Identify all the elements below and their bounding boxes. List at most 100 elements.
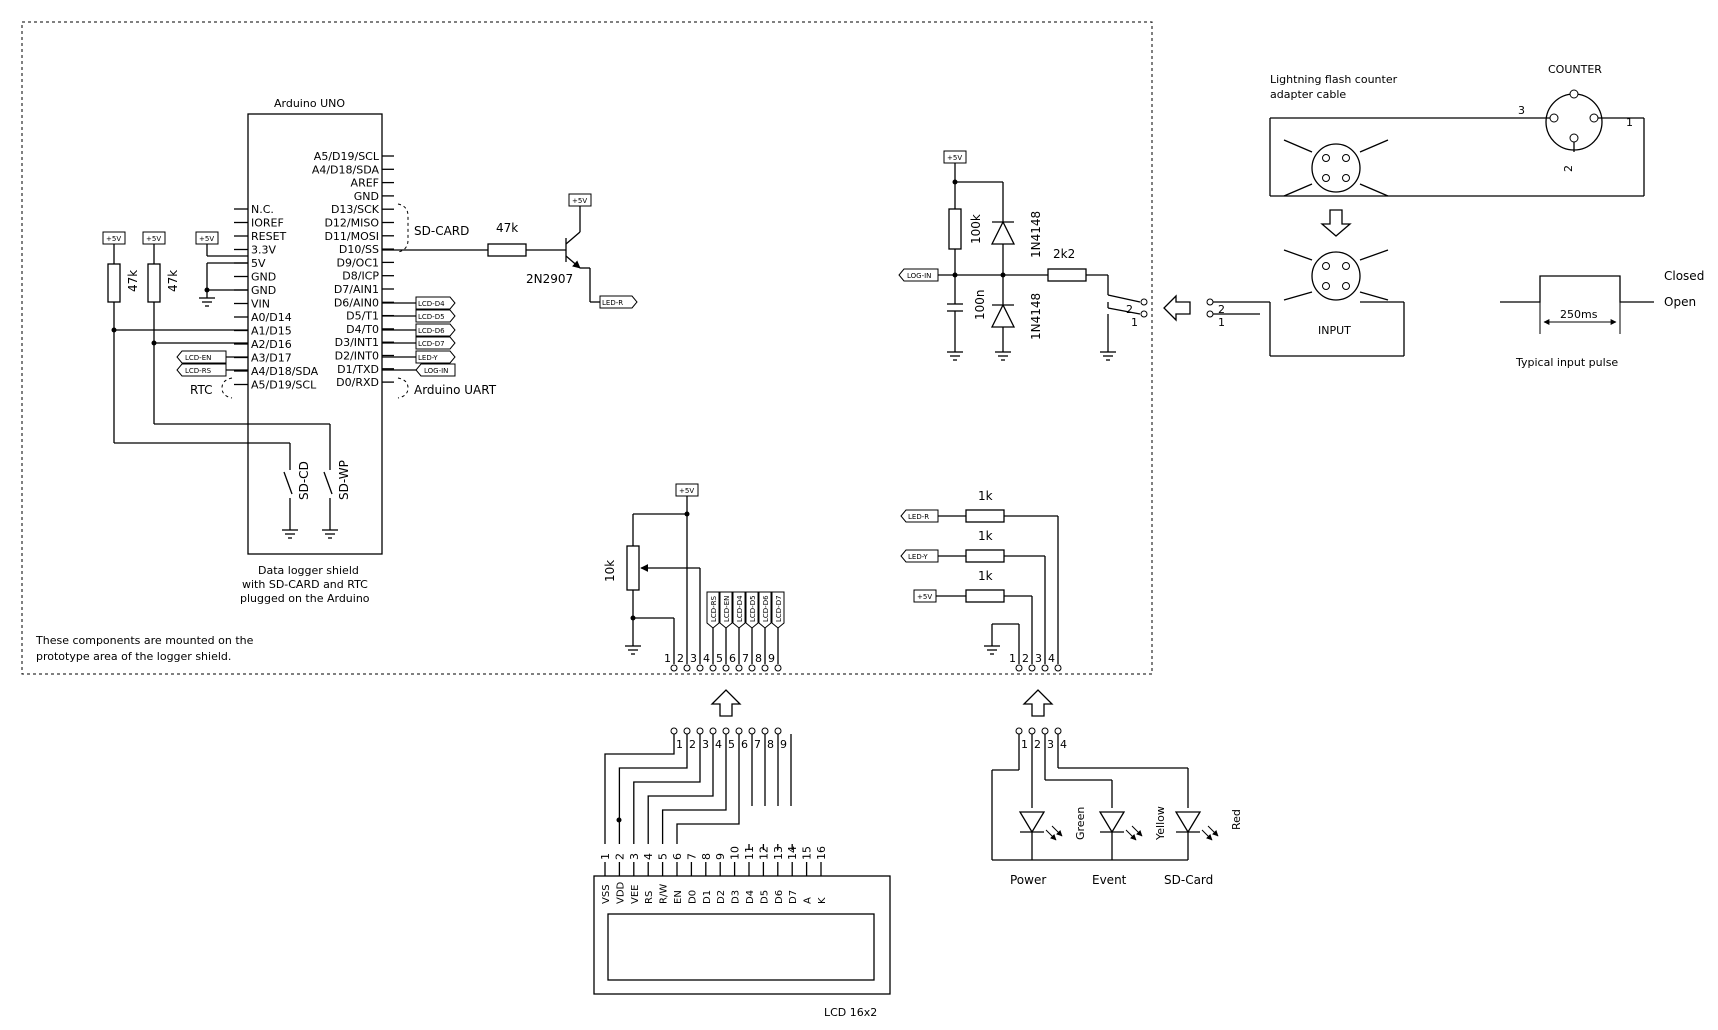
arduino-left-pin-label: GND — [251, 284, 276, 297]
arduino-caption-1: Data logger shield — [258, 564, 359, 577]
arduino-title: Arduino UNO — [274, 97, 345, 110]
svg-text:+5V: +5V — [947, 154, 962, 162]
header-pin-number: 1 — [676, 738, 683, 751]
arduino-left-pin-label: VIN — [251, 298, 270, 311]
header-pin — [696, 727, 704, 735]
typical-input-pulse: Closed Open 250ms Typical input pulse — [1500, 269, 1704, 369]
svg-text:LOG-IN: LOG-IN — [424, 367, 448, 375]
header-pin-number: 6 — [741, 738, 748, 751]
arduino-left-pin-label: A5/D19/SCL — [251, 379, 317, 392]
sd-card-brace — [397, 203, 409, 253]
lcd-pin-name: VEE — [630, 885, 641, 904]
r-47k-a-label: 47k — [126, 270, 140, 292]
arduino-uno: Arduino UNO N.C.IOREFRESET3.3V5VGNDGNDVI… — [234, 97, 394, 605]
header-pin — [683, 727, 691, 735]
rtc-label: RTC — [190, 383, 212, 397]
led-func-sdcard: SD-Card — [1164, 873, 1213, 887]
lcd-pin-name: A — [803, 897, 814, 904]
arduino-left-pin-label: RESET — [251, 230, 287, 243]
svg-text:3: 3 — [1518, 104, 1525, 117]
lcd-net-tag: LCD-D4 — [736, 595, 744, 622]
header-pin — [748, 727, 756, 735]
svg-text:LCD-D6: LCD-D6 — [418, 327, 445, 335]
lcd-pin-number: 10 — [729, 846, 742, 860]
sd-switches: SD-CD SD-WP — [282, 424, 351, 539]
arduino-right-pin-label: D0/RXD — [336, 376, 379, 389]
lcd-pin-number: 2 — [613, 853, 626, 860]
svg-text:1: 1 — [1131, 316, 1138, 329]
header-pin — [1015, 664, 1023, 672]
header-pin-number: 4 — [1060, 738, 1067, 751]
led-color-yellow: Yellow — [1154, 806, 1167, 841]
arduino-right-pin-label: D5/T1 — [346, 310, 379, 323]
arduino-right-pin-label: D7/AIN1 — [334, 283, 379, 296]
svg-text:+5V: +5V — [572, 197, 587, 205]
header-pin — [735, 664, 743, 672]
arduino-right-pin-label: D6/AIN0 — [334, 296, 379, 309]
svg-text:1: 1 — [1626, 116, 1633, 129]
lcd-net-tag: LCD-D5 — [749, 595, 757, 622]
svg-text:LOG-IN: LOG-IN — [907, 272, 931, 280]
arduino-left-pin-label: A3/D17 — [251, 352, 292, 365]
lcd-pin-name: D3 — [731, 890, 742, 904]
lcd-pin-name: VSS — [601, 884, 612, 904]
svg-text:1: 1 — [1218, 316, 1225, 329]
header-pin-number: 2 — [677, 652, 684, 665]
prototype-area-boundary — [21, 21, 1153, 675]
arduino-lcd-ctrl-tags: LCD-EN LCD-RS — [176, 350, 248, 377]
header-pin-number: 2 — [689, 738, 696, 751]
header-pin — [735, 727, 743, 735]
svg-text:LED-R: LED-R — [602, 299, 623, 307]
header-pin — [774, 664, 782, 672]
arduino-right-pin-label: AREF — [351, 177, 379, 190]
svg-text:2: 2 — [1218, 303, 1225, 316]
header-pin-number: 8 — [767, 738, 774, 751]
header-pin — [696, 664, 704, 672]
header-pin — [1054, 727, 1062, 735]
header-pin-number: 6 — [729, 652, 736, 665]
proto-note-line2: prototype area of the logger shield. — [36, 650, 231, 663]
lcd-net-tag: LCD-D6 — [762, 595, 770, 622]
arduino-left-pin-label: A1/D15 — [251, 325, 292, 338]
svg-text:LED-Y: LED-Y — [908, 553, 928, 561]
lcd-pin-name: R/W — [659, 884, 670, 904]
arduino-left-pin-label: A2/D16 — [251, 338, 292, 351]
svg-text:1k: 1k — [978, 569, 993, 583]
lcd-pin-name: RS — [644, 891, 655, 904]
counter-label: COUNTER — [1548, 63, 1602, 76]
arduino-right-pin-label: A5/D19/SCL — [314, 150, 380, 163]
header-pin — [1041, 664, 1049, 672]
lcd-pin-number: 5 — [657, 853, 670, 860]
header-pin-number: 3 — [690, 652, 697, 665]
arduino-right-pin-label: D13/SCK — [331, 203, 380, 216]
svg-text:LCD-D5: LCD-D5 — [418, 313, 445, 321]
lcd-pin-name: D4 — [745, 890, 756, 904]
header-pin-number: 1 — [1009, 652, 1016, 665]
header-pin — [722, 727, 730, 735]
status-leds: Green Yellow Red Power Event SD-Card — [991, 754, 1243, 887]
svg-text:1N4148: 1N4148 — [1029, 293, 1043, 340]
cable-label-1: Lightning flash counter — [1270, 73, 1398, 86]
header-pin-number: 3 — [1047, 738, 1054, 751]
pulse-closed: Closed — [1664, 269, 1704, 283]
header-pin — [683, 664, 691, 672]
led-color-red: Red — [1230, 809, 1243, 830]
header-pin-number: 9 — [780, 738, 787, 751]
pullup-resistors: +5V +5V 47k 47k — [102, 231, 330, 444]
arduino-left-pins: N.C.IOREFRESET3.3V5VGNDGNDVINA0/D14A1/D1… — [234, 203, 319, 392]
svg-text:+5V: +5V — [199, 235, 214, 243]
header-pin — [1028, 664, 1036, 672]
arduino-right-pin-label: D12/MISO — [324, 217, 379, 230]
arduino-left-pin-label: N.C. — [251, 203, 274, 216]
svg-text:LCD-D4: LCD-D4 — [418, 300, 445, 308]
arduino-caption-2: with SD-CARD and RTC — [242, 578, 368, 591]
arduino-right-pin-label: D10/SS — [339, 243, 379, 256]
svg-text:47k: 47k — [496, 221, 518, 235]
header-pin-number: 2 — [1022, 652, 1029, 665]
proto-note-line1: These components are mounted on the — [35, 634, 254, 647]
arduino-right-pin-label: D11/MOSI — [324, 230, 379, 243]
svg-text:LCD-D7: LCD-D7 — [418, 340, 445, 348]
